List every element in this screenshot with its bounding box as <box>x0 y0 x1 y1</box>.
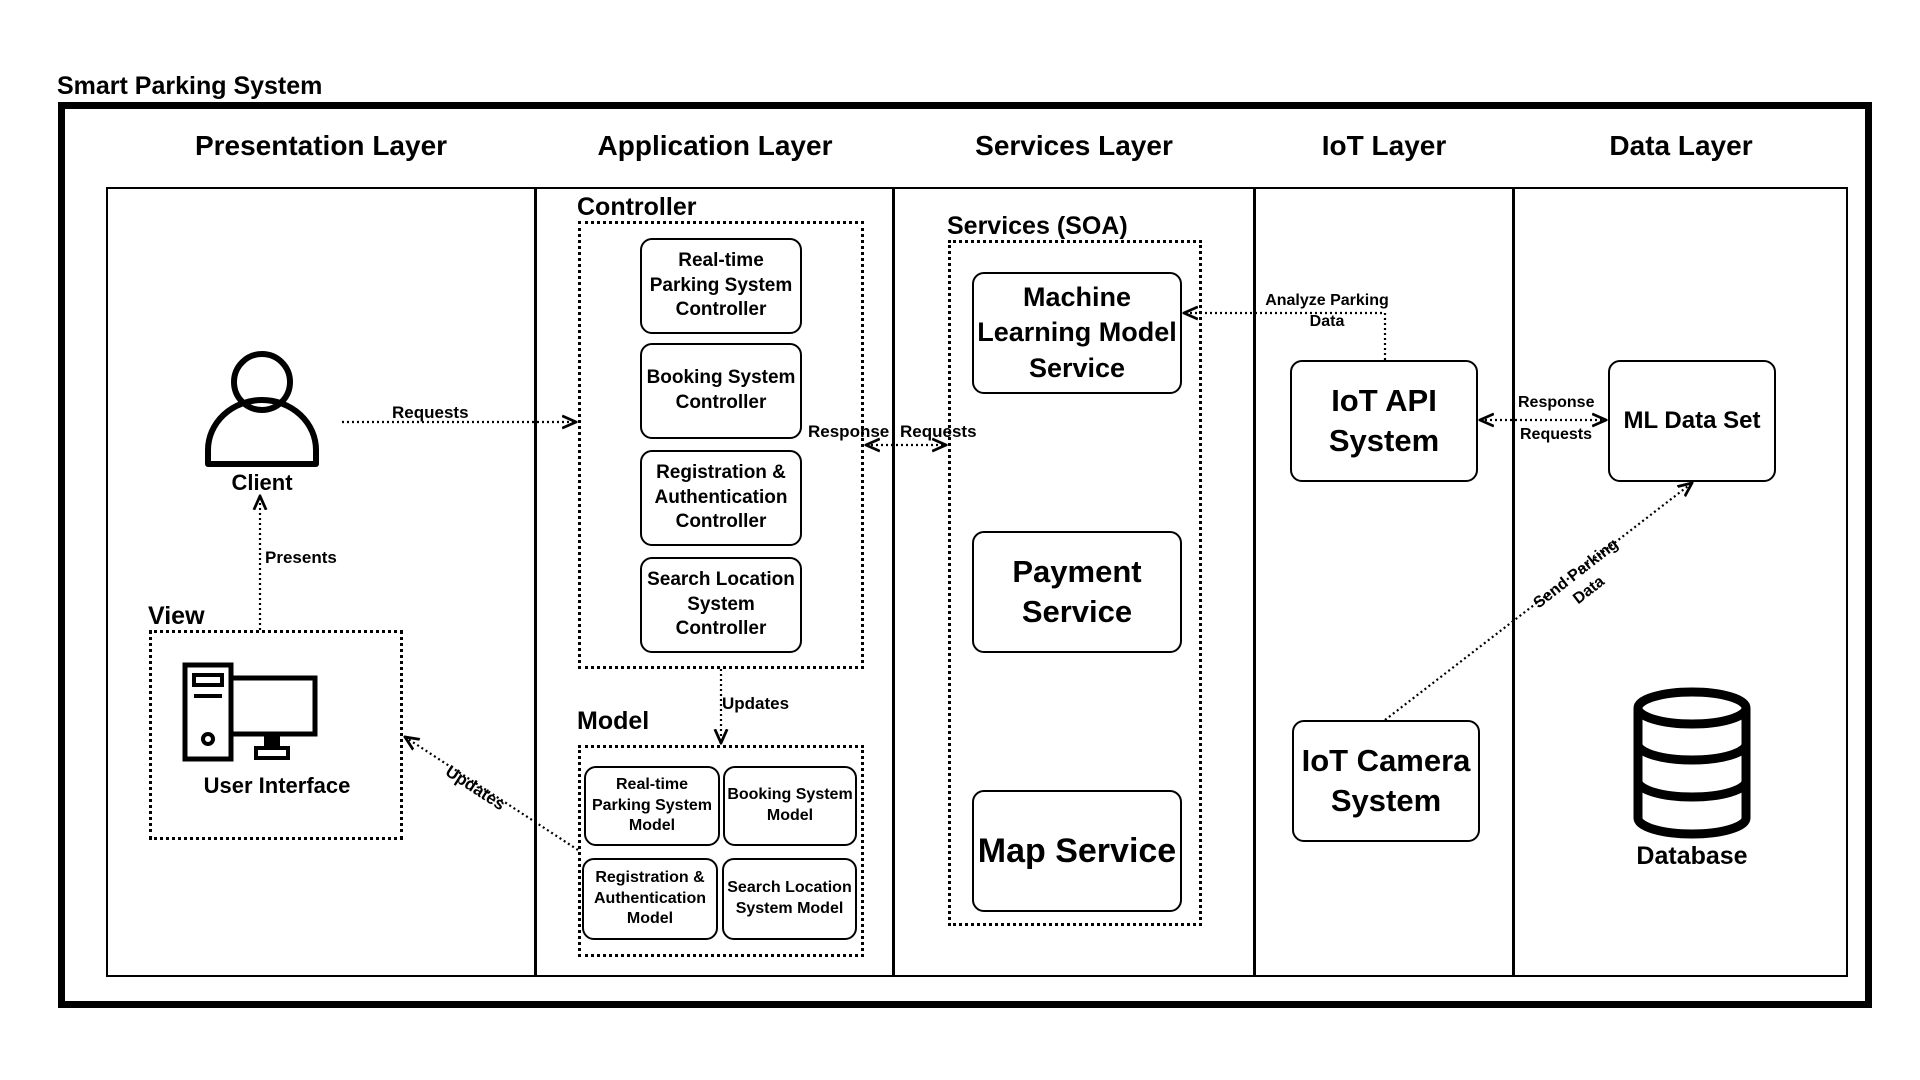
requests-label: Requests <box>392 403 469 422</box>
view-label: View <box>148 602 205 630</box>
services-section-label: Services (SOA) <box>947 212 1128 240</box>
divider-3 <box>1253 187 1256 977</box>
model-section-label: Model <box>577 707 650 735</box>
iot-response-label: Response <box>1518 394 1595 411</box>
service-requests-label: Requests <box>900 422 977 441</box>
outer-frame <box>58 102 1872 1008</box>
booking-system-controller: Booking System Controller <box>640 343 802 439</box>
computer-icon <box>182 662 318 762</box>
client-person-icon <box>205 351 319 467</box>
divider-4 <box>1512 187 1515 977</box>
booking-system-model: Booking System Model <box>723 766 857 846</box>
presents-label: Presents <box>265 548 337 567</box>
analyze-parking-label: Analyze Parking Data <box>1265 292 1389 330</box>
model-container <box>578 745 864 957</box>
response-label: Response <box>808 422 890 441</box>
registration-auth-model: Registration & Authentication Model <box>582 858 718 940</box>
controller-section-label: Controller <box>577 193 697 221</box>
presentation-layer-heading: Presentation Layer <box>194 130 448 161</box>
model-updates-label: Updates <box>722 694 790 713</box>
services-container <box>948 240 1202 926</box>
divider-2 <box>892 187 895 977</box>
diagram-title: Smart Parking System <box>57 72 323 100</box>
divider-1 <box>534 187 537 977</box>
client-label: Client <box>231 470 293 495</box>
inner-frame <box>106 187 1848 977</box>
user-interface-label: User Interface <box>203 773 351 798</box>
map-service: Map Service <box>972 790 1182 912</box>
iot-api-system: IoT API System <box>1290 360 1478 482</box>
payment-service: Payment Service <box>972 531 1182 653</box>
search-location-model: Search Location System Model <box>722 858 857 940</box>
application-layer-heading: Application Layer <box>597 130 833 161</box>
iot-camera-system: IoT Camera System <box>1292 720 1480 842</box>
realtime-parking-model: Real-time Parking System Model <box>584 766 720 846</box>
database-label: Database <box>1636 842 1748 870</box>
ml-data-set: ML Data Set <box>1608 360 1776 482</box>
services-layer-heading: Services Layer <box>975 130 1173 161</box>
search-location-controller: Search Location System Controller <box>640 557 802 653</box>
iot-layer-heading: IoT Layer <box>1321 130 1447 161</box>
controller-container <box>578 221 864 669</box>
iot-requests-label: Requests <box>1520 426 1593 443</box>
realtime-parking-controller: Real-time Parking System Controller <box>640 238 802 334</box>
ml-model-service: Machine Learning Model Service <box>972 272 1182 394</box>
view-container <box>149 630 403 840</box>
registration-auth-controller: Registration & Authentication Controller <box>640 450 802 546</box>
database-icon <box>1633 687 1751 839</box>
data-layer-heading: Data Layer <box>1609 130 1753 161</box>
